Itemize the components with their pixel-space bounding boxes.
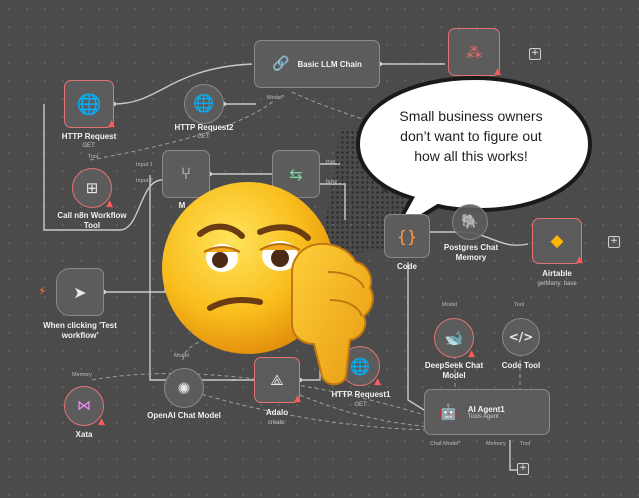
asana-icon: ⁂ <box>466 42 482 62</box>
airtable-node[interactable]: ◆ ▲ <box>532 218 583 265</box>
warning-icon: ▲ <box>106 199 113 209</box>
deepseek-node[interactable]: 🐋 ▲ <box>434 318 475 359</box>
xata-memory-port: Memory <box>72 372 92 378</box>
http-request-title: HTTP Request <box>61 132 117 141</box>
call-n8n-title2: Tool <box>83 221 101 230</box>
lightning-icon: ⚡ <box>38 284 47 298</box>
call-n8n-title: Call n8n Workflow <box>57 211 127 220</box>
asana-node[interactable]: ⁂ ▲ <box>448 28 501 77</box>
warning-icon: ▲ <box>294 394 301 404</box>
llm-chain-model-port: Model* <box>267 95 285 101</box>
basic-llm-chain-node[interactable]: 🔗 Basic LLM Chain <box>254 40 380 88</box>
ai-agent-tool-port: Tool <box>520 441 531 447</box>
deepseek-title2: Model <box>442 371 466 380</box>
merge-input1-port: Input 1 <box>136 162 153 168</box>
airtable-title: Airtable <box>542 269 572 278</box>
openai-model-port: Model <box>174 353 189 359</box>
whale-icon: 🐋 <box>444 329 464 347</box>
openai-node[interactable]: ✺ <box>164 368 204 408</box>
airtable-icon: ◆ <box>550 231 564 251</box>
merge-icon: ⑂ <box>180 164 192 184</box>
basic-llm-chain-title: Basic LLM Chain <box>297 59 362 69</box>
call-n8n-workflow-node[interactable]: ⊞ ▲ <box>72 168 113 209</box>
ai-agent-memory-port: Memory <box>486 441 506 447</box>
postgres-node[interactable]: 🐘 <box>452 204 488 240</box>
airtable-sub: getMany: base <box>537 281 577 287</box>
warning-icon: ▲ <box>98 417 105 427</box>
openai-icon: ✺ <box>177 378 191 398</box>
code-icon: </> <box>508 330 534 344</box>
http-request-node[interactable]: 🌐 ▲ <box>64 80 115 129</box>
code-tool-node[interactable]: </> <box>502 318 540 356</box>
merge-title: M <box>178 201 186 210</box>
deepseek-model-port: Model <box>442 302 457 308</box>
manual-trigger-node[interactable]: ➤ <box>56 268 104 316</box>
http-request1-sub: GET: <box>354 402 368 408</box>
cursor-icon: ➤ <box>73 282 87 302</box>
adalo-sub: create: <box>267 420 287 426</box>
code-title: Code <box>397 262 417 271</box>
warning-icon: ▲ <box>468 349 475 359</box>
code-node[interactable]: {} <box>384 214 430 258</box>
manual-trigger-title: When clicking 'Test <box>43 321 117 330</box>
merge-input2-port: Input 2 <box>136 178 153 184</box>
http-request2-title: HTTP Request2 <box>174 123 234 132</box>
add-node-button[interactable]: + <box>529 48 541 60</box>
sitemap-icon: ⊞ <box>85 179 99 197</box>
globe-icon: 🌐 <box>350 356 370 376</box>
warning-icon: ▲ <box>374 377 381 387</box>
ai-agent-sub: Tools Agent <box>467 413 499 420</box>
manual-trigger-title2: workflow' <box>61 331 99 340</box>
warning-icon: ▲ <box>494 67 501 77</box>
bubble-text: Small business owners don’t want to figu… <box>399 108 543 164</box>
http-request2-sub: GET: <box>197 134 211 140</box>
xata-node[interactable]: ⋈ ▲ <box>64 386 105 427</box>
braces-icon: {} <box>396 226 418 246</box>
openai-title: OpenAI Chat Model <box>147 411 221 420</box>
warning-icon: ▲ <box>108 119 115 129</box>
postgres-title: Postgres Chat <box>443 243 499 252</box>
adalo-icon: ⟁ <box>270 371 284 389</box>
ai-agent-chat-model-port: Chat Model* <box>430 441 461 447</box>
postgres-title2: Memory <box>455 253 487 262</box>
code-tool-title: Code Tool <box>501 361 541 370</box>
robot-icon: 🤖 <box>439 403 458 421</box>
ai-agent-node[interactable]: 🤖 AI Agent1 Tools Agent <box>424 389 550 435</box>
http-request2-node[interactable]: 🌐 <box>184 84 224 124</box>
code-tool-port: Tool <box>514 302 525 308</box>
globe-icon: 🌐 <box>193 94 215 114</box>
add-node-button[interactable]: + <box>517 463 529 475</box>
thumbs-down-emoji <box>162 182 374 386</box>
if-true-port: true <box>326 159 336 165</box>
link-icon: 🔗 <box>272 56 290 72</box>
adalo-title: Adalo <box>265 408 289 417</box>
http-request-sub: GET: <box>82 143 96 149</box>
deepseek-title: DeepSeek Chat <box>424 361 484 370</box>
call-n8n-tool-port: Tool <box>88 154 99 160</box>
globe-icon: 🌐 <box>76 92 102 116</box>
merge-node[interactable]: ⑂ <box>162 150 210 198</box>
adalo-node[interactable]: ⟁ ▲ <box>254 357 301 404</box>
warning-icon: ▲ <box>576 255 583 265</box>
http-request1-title: HTTP Request1 <box>331 390 391 399</box>
add-node-button[interactable]: + <box>608 236 620 248</box>
xata-title: Xata <box>75 430 93 439</box>
signpost-icon: ⇆ <box>289 164 303 184</box>
elephant-icon: 🐘 <box>461 214 479 230</box>
ai-agent-title: AI Agent1 <box>467 404 505 414</box>
xata-icon: ⋈ <box>77 398 91 414</box>
if-false-port: false <box>326 179 338 185</box>
